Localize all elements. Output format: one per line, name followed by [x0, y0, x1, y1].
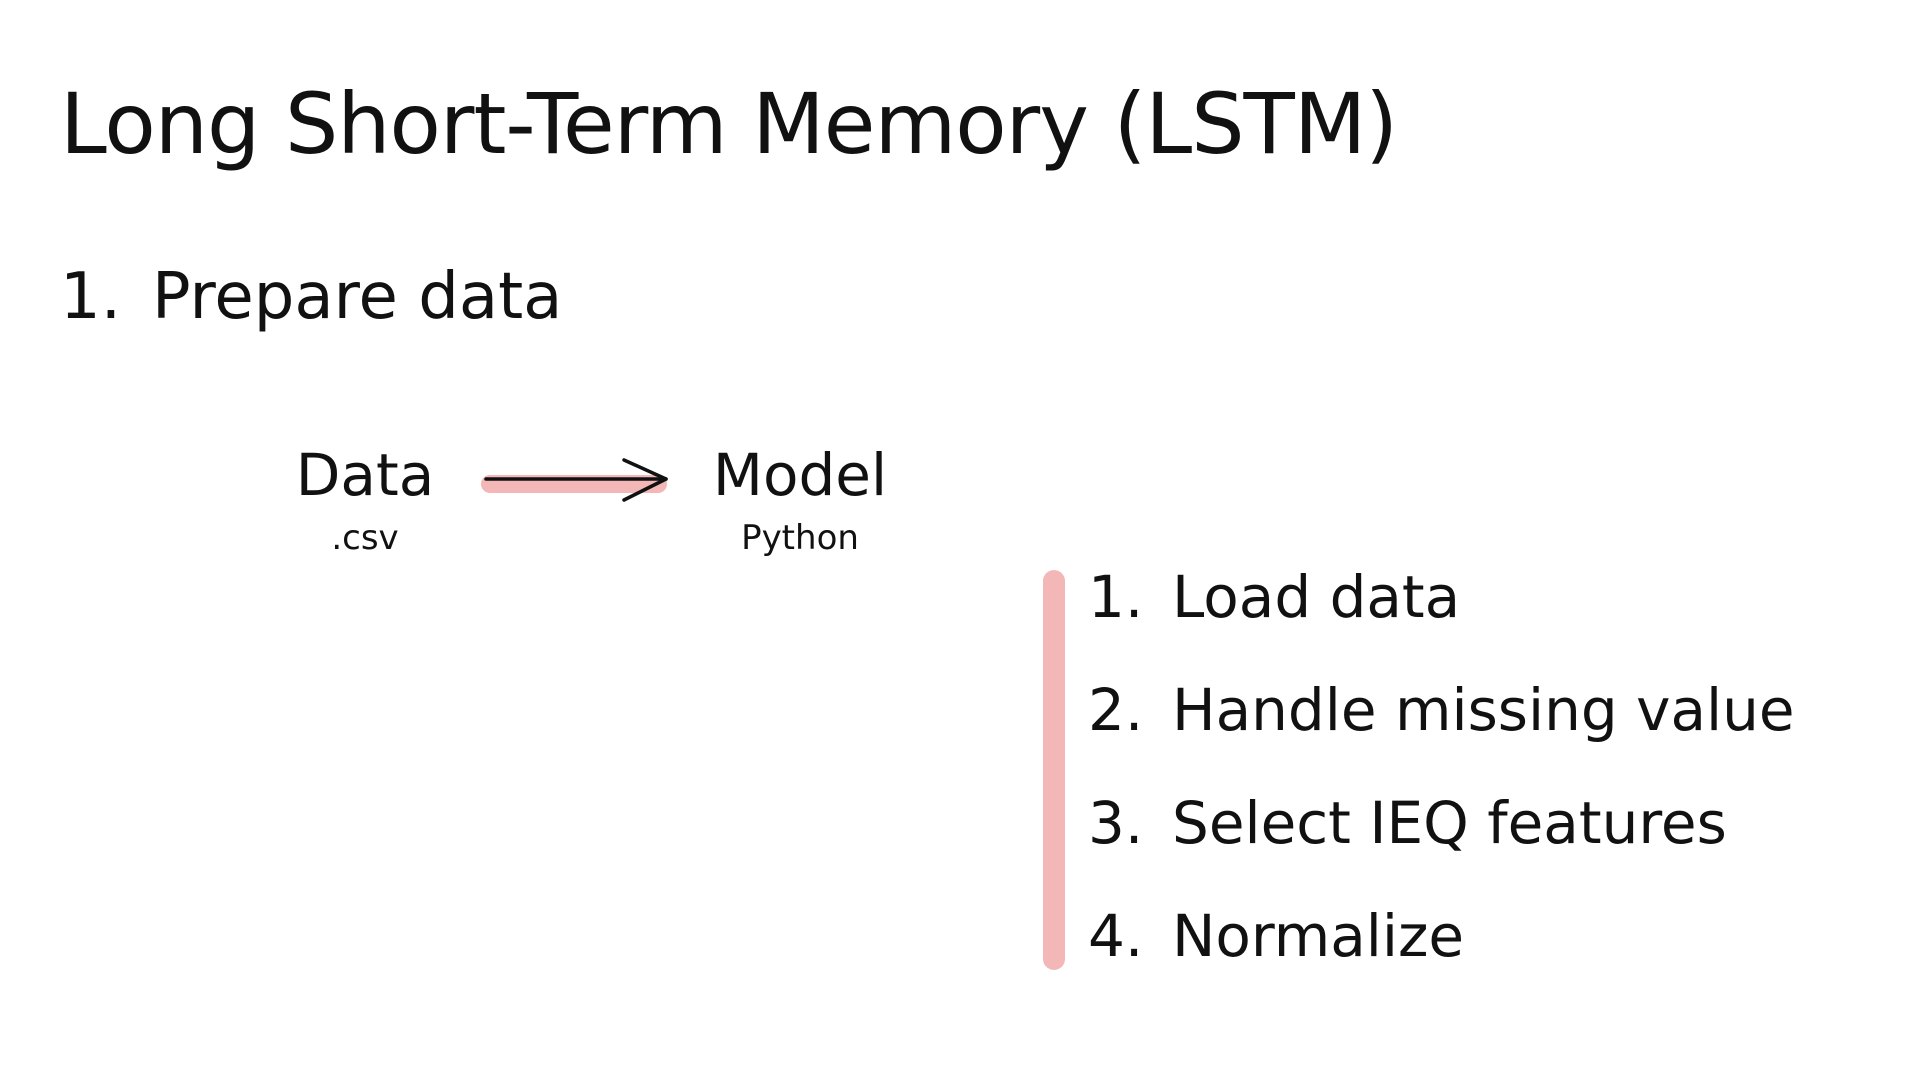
flow-source-sublabel: .csv	[331, 517, 399, 558]
flow-source-node: Data .csv	[290, 441, 440, 558]
substep-number: 2.	[1088, 676, 1144, 744]
substep-label: Normalize	[1172, 902, 1465, 970]
substep-number: 1.	[1088, 563, 1144, 631]
substep-item: 2. Handle missing value	[1088, 676, 1795, 792]
substeps-list: 1. Load data 2. Handle missing value 3. Sel…	[1088, 563, 1795, 1018]
substep-number: 4.	[1088, 902, 1144, 970]
flow-source-label: Data	[295, 441, 435, 509]
flow-target-label: Model	[712, 441, 888, 509]
step-label: Prepare data	[152, 260, 563, 334]
substep-item: 1. Load data	[1088, 563, 1795, 679]
substep-item: 4. Normalize	[1088, 902, 1795, 1018]
substep-label: Handle missing value	[1172, 676, 1795, 744]
substep-number: 3.	[1088, 789, 1144, 857]
step-heading: 1. Prepare data	[60, 260, 563, 334]
flow-target-node: Model Python	[700, 441, 900, 558]
substep-label: Load data	[1172, 563, 1461, 631]
slide-title: Long Short-Term Memory (LSTM)	[60, 75, 1398, 173]
substep-label: Select IEQ features	[1172, 789, 1727, 857]
substeps-accent-bar	[1043, 570, 1065, 970]
substep-item: 3. Select IEQ features	[1088, 789, 1795, 905]
right-arrow-icon	[481, 458, 668, 502]
flow-target-sublabel: Python	[741, 517, 859, 558]
step-number: 1.	[60, 260, 122, 334]
